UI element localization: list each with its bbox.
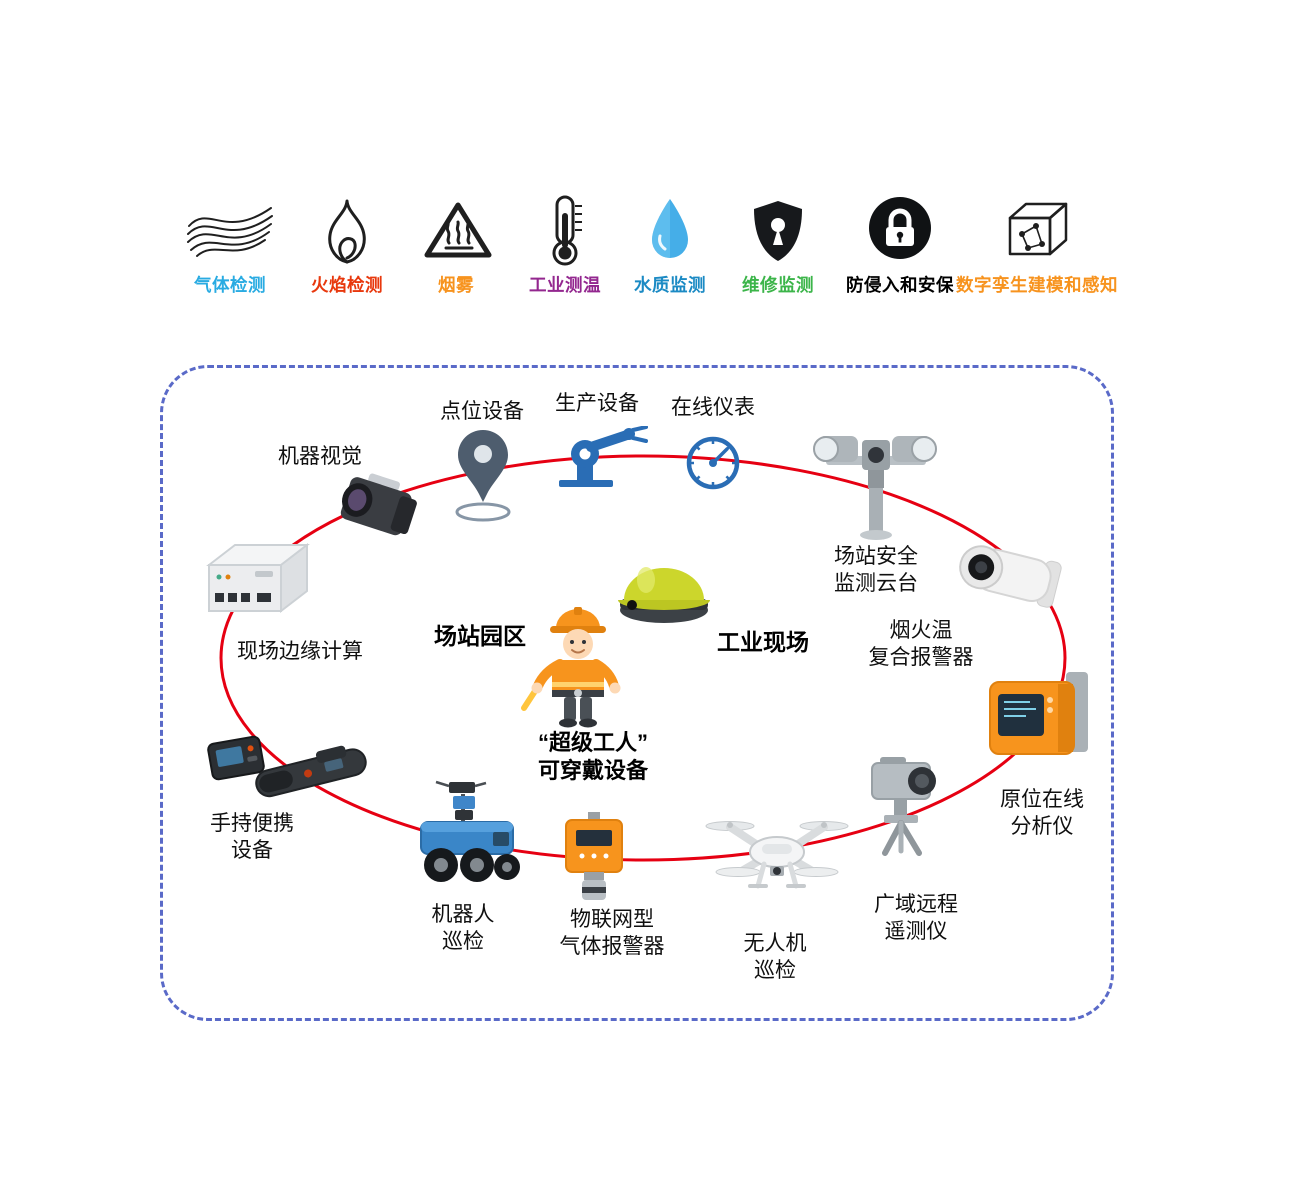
node-label-online-instrument: 在线仪表	[671, 396, 755, 419]
gas-waves-icon	[185, 200, 275, 260]
node-label-robot-inspection: 机器人 巡检	[343, 901, 583, 955]
node-label-fire-smoke-temp-alarm: 烟火温 复合报警器	[801, 617, 1041, 671]
node-label-line: 机器人	[431, 903, 495, 926]
telemetry-camera-icon	[858, 755, 953, 860]
thermometer-icon	[548, 194, 584, 268]
wearable-label-line2: 可穿戴设备	[537, 758, 648, 783]
node-label-production-equipment: 生产设备	[555, 392, 639, 415]
node-label-line: 物联网型	[570, 908, 654, 931]
node-label-line: 气体报警器	[559, 935, 665, 958]
inspection-robot-icon	[405, 780, 530, 895]
legend-label-digital-twin: 数字孪生建模和感知	[956, 275, 1118, 295]
insitu-analyzer-icon	[980, 666, 1100, 766]
node-label-insitu-analyzer: 原位在线 分析仪	[922, 786, 1162, 840]
handheld-devices-icon	[200, 718, 375, 813]
node-label-iot-gas-alarm: 物联网型 气体报警器	[492, 906, 732, 960]
legend-label-water: 水质监测	[634, 275, 706, 295]
node-label-line: 复合报警器	[868, 646, 974, 669]
node-label-wide-area-telemetry: 广域远程 遥测仪	[796, 891, 1036, 945]
legend-label-maintenance: 维修监测	[742, 275, 814, 295]
shield-keyhole-icon	[750, 198, 806, 264]
machine-vision-camera-icon	[325, 468, 425, 553]
legend-label-security: 防侵入和安保	[846, 275, 954, 295]
location-pin-icon	[450, 428, 516, 523]
node-label-line: 遥测仪	[884, 920, 948, 943]
gas-alarm-device-icon	[558, 812, 630, 904]
robot-arm-icon	[545, 426, 650, 490]
node-label-line: 分析仪	[1010, 815, 1074, 838]
node-label-drone-inspection: 无人机 巡检	[655, 930, 895, 984]
digital-twin-cube-icon	[1002, 196, 1074, 262]
water-drop-icon	[647, 196, 693, 262]
node-label-point-device: 点位设备	[440, 400, 524, 423]
flame-icon	[317, 197, 377, 267]
legend-label-flame: 火焰检测	[311, 275, 383, 295]
legend-label-smoke: 烟雾	[438, 275, 474, 295]
gauge-icon	[684, 434, 742, 492]
node-label-line: 手持便携	[210, 812, 294, 835]
edge-computing-box-icon	[195, 535, 315, 625]
smart-helmet-icon	[608, 552, 720, 627]
node-label-handheld-device: 手持便携 设备	[132, 810, 372, 864]
lock-circle-icon	[866, 194, 934, 262]
wearable-label-line1: “超级工人”	[537, 730, 648, 755]
ptz-camera-icon	[810, 428, 940, 543]
explosion-proof-camera-icon	[950, 528, 1075, 623]
node-label-line: 监测云台	[834, 572, 918, 595]
node-label-machine-vision: 机器视觉	[278, 445, 362, 468]
node-label-line: 烟火温	[889, 619, 953, 642]
dashed-border-frame	[160, 365, 1114, 1021]
node-label-line: 场站安全	[834, 545, 918, 568]
node-label-edge-computing: 现场边缘计算	[237, 640, 363, 663]
legend-label-temp: 工业测温	[529, 275, 601, 295]
zone-label-industrial-site: 工业现场	[717, 629, 809, 655]
node-label-line: 巡检	[442, 930, 484, 953]
node-label-line: 广域远程	[874, 893, 958, 916]
zone-label-station-campus: 场站园区	[434, 623, 526, 649]
worker-cartoon	[520, 598, 635, 728]
node-label-line: 原位在线	[1000, 788, 1084, 811]
node-label-station-ptz: 场站安全 监测云台	[756, 543, 996, 597]
legend-label-gas: 气体检测	[194, 275, 266, 295]
node-label-line: 巡检	[754, 959, 796, 982]
drone-icon	[700, 810, 855, 905]
node-label-line: 设备	[231, 839, 273, 862]
smoke-triangle-icon	[420, 198, 496, 264]
node-label-line: 无人机	[743, 932, 807, 955]
